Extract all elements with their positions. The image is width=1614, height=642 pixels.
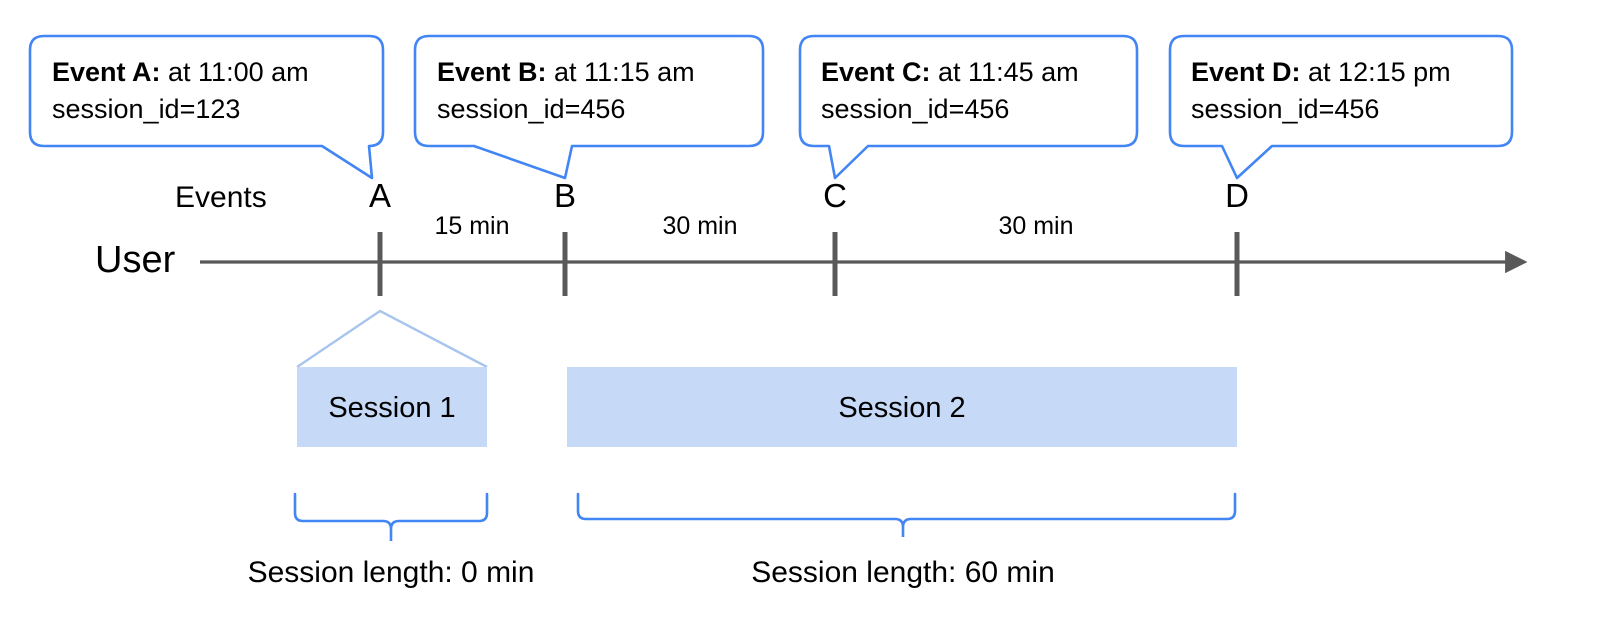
- callout-a-rest: at 11:00 am: [160, 57, 309, 87]
- session-length-label-1: Session length: 0 min: [247, 556, 535, 589]
- callout-bubble-d: [1168, 34, 1514, 180]
- callout-b-rest: at 11:15 am: [546, 57, 695, 87]
- gap-label-b-c: 30 min: [662, 212, 738, 240]
- session-bar-1: [297, 367, 487, 447]
- session-bar-2: [567, 367, 1237, 447]
- callout-bubble-c: [798, 34, 1139, 180]
- session-label-1: Session 1: [328, 392, 456, 424]
- callout-bubble-b: [413, 34, 765, 180]
- callout-text-d: Event D: at 12:15 pm session_id=456: [1191, 54, 1451, 128]
- brace-session-2: [576, 492, 1237, 537]
- session-length-label-2: Session length: 60 min: [751, 556, 1055, 589]
- callout-d-bold: Event D:: [1191, 57, 1301, 87]
- callout-d-line2: session_id=456: [1191, 94, 1380, 124]
- callout-text-b: Event B: at 11:15 am session_id=456: [437, 54, 695, 128]
- callout-c-line2: session_id=456: [821, 94, 1010, 124]
- callout-d-rest: at 12:15 pm: [1300, 57, 1451, 87]
- user-axis-label: User: [95, 239, 176, 281]
- events-row-label: Events: [175, 181, 267, 214]
- tick-label-a: A: [368, 177, 391, 214]
- callout-b-bold: Event B:: [437, 57, 547, 87]
- tick-label-c: C: [823, 177, 847, 214]
- session-label-2: Session 2: [838, 392, 966, 424]
- callout-b-line2: session_id=456: [437, 94, 626, 124]
- callout-c-bold: Event C:: [821, 57, 931, 87]
- gap-label-c-d: 30 min: [998, 212, 1074, 240]
- callout-text-a: Event A: at 11:00 am session_id=123: [52, 54, 309, 128]
- callout-a-line2: session_id=123: [52, 94, 241, 124]
- callout-bubble-a: [28, 34, 385, 180]
- tick-label-d: D: [1225, 177, 1249, 214]
- callout-c-rest: at 11:45 am: [930, 57, 1079, 87]
- session1-connector: [296, 309, 488, 369]
- brace-session-1: [293, 492, 489, 541]
- callout-text-c: Event C: at 11:45 am session_id=456: [821, 54, 1079, 128]
- gap-label-a-b: 15 min: [434, 212, 510, 240]
- tick-label-b: B: [553, 177, 576, 214]
- callout-a-bold: Event A:: [52, 57, 161, 87]
